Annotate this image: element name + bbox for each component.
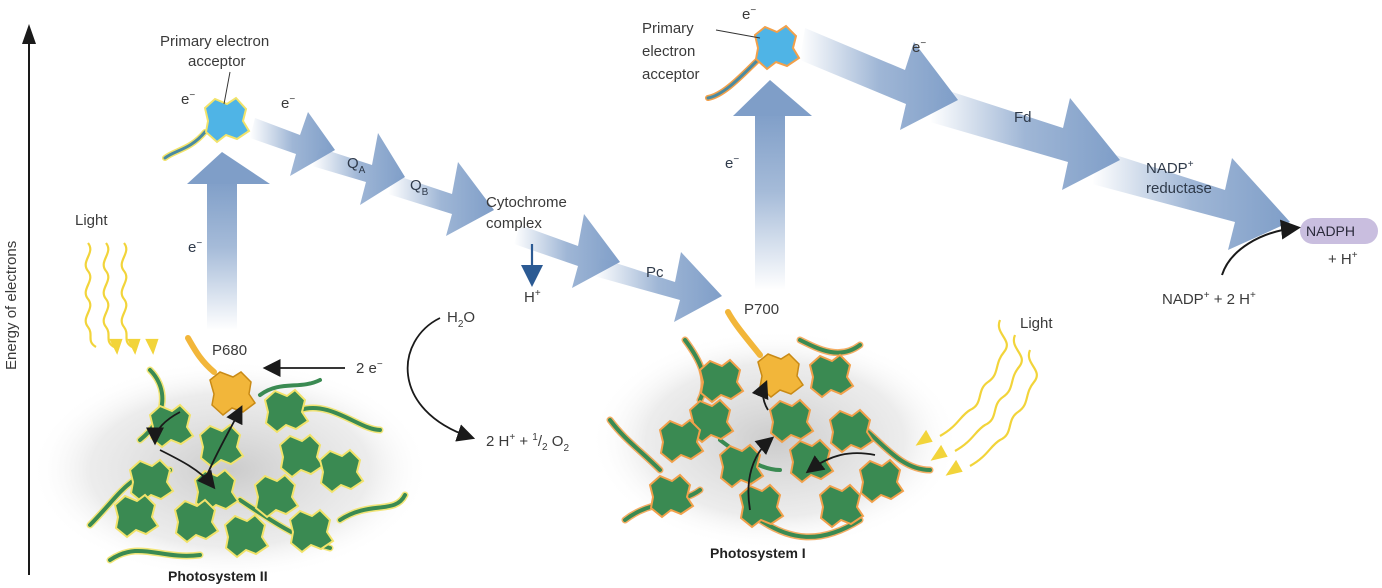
psi-acceptor-label-2: electron bbox=[642, 43, 695, 60]
psi-primary-acceptor bbox=[755, 26, 799, 69]
psi-up-arrow-electron: e− bbox=[725, 154, 739, 172]
psi-out-electron: e− bbox=[912, 38, 926, 56]
psii-light-label: Light bbox=[75, 212, 108, 229]
energy-axis-label: Energy of electrons bbox=[3, 241, 20, 370]
psii-acceptor-label-2: acceptor bbox=[188, 53, 246, 70]
p680-reaction-center bbox=[210, 372, 255, 415]
psii-acceptor-label-1: Primary electron bbox=[160, 33, 269, 50]
nadph-plus-h: + H+ bbox=[1328, 250, 1358, 268]
etc-arrows-psi-to-nadph bbox=[800, 28, 1290, 250]
electrons-to-p680-label: 2 e− bbox=[356, 359, 383, 377]
energy-axis bbox=[22, 24, 36, 575]
psii-out-electron: e− bbox=[281, 94, 295, 112]
fd-label: Fd bbox=[1014, 109, 1032, 126]
nadp-reductase-label-1: NADP+ bbox=[1146, 159, 1194, 177]
nadp-reductase-label-2: reductase bbox=[1146, 180, 1212, 197]
psi-acceptor-leader bbox=[716, 30, 760, 38]
psii-up-arrow-electron: e− bbox=[188, 238, 202, 256]
water-products-label: 2 H+ + 1/2 O2 bbox=[486, 432, 569, 454]
psii-acceptor-electron: e− bbox=[181, 90, 195, 108]
psii-primary-acceptor bbox=[205, 98, 249, 142]
psi-light-label: Light bbox=[1020, 315, 1053, 332]
psi-title: Photosystem I bbox=[710, 545, 806, 561]
psi-acceptor-label-3: acceptor bbox=[642, 66, 700, 83]
psii-acceptor-leader bbox=[224, 72, 230, 104]
pc-label: Pc bbox=[646, 264, 664, 281]
p700-label: P700 bbox=[744, 301, 779, 318]
p680-label: P680 bbox=[212, 342, 247, 359]
nadph-reactants-label: NADP+ + 2 H+ bbox=[1162, 290, 1256, 308]
water-label: H2O bbox=[447, 309, 475, 330]
psii-title: Photosystem II bbox=[168, 568, 268, 584]
psi-acceptor-label-1: Primary bbox=[642, 20, 694, 37]
proton-label: H+ bbox=[524, 288, 541, 306]
cytochrome-label-1: Cytochrome bbox=[486, 194, 567, 211]
nadph-label: NADPH bbox=[1306, 223, 1355, 239]
psi-up-arrow bbox=[733, 80, 812, 290]
psii-light-rays bbox=[86, 243, 157, 352]
psi-acceptor-tail-core bbox=[708, 58, 760, 98]
water-splitting-arrow bbox=[408, 318, 470, 437]
p700-reaction-center bbox=[758, 354, 803, 397]
cytochrome-label-2: complex bbox=[486, 215, 542, 232]
psi-acceptor-electron: e− bbox=[742, 5, 756, 23]
